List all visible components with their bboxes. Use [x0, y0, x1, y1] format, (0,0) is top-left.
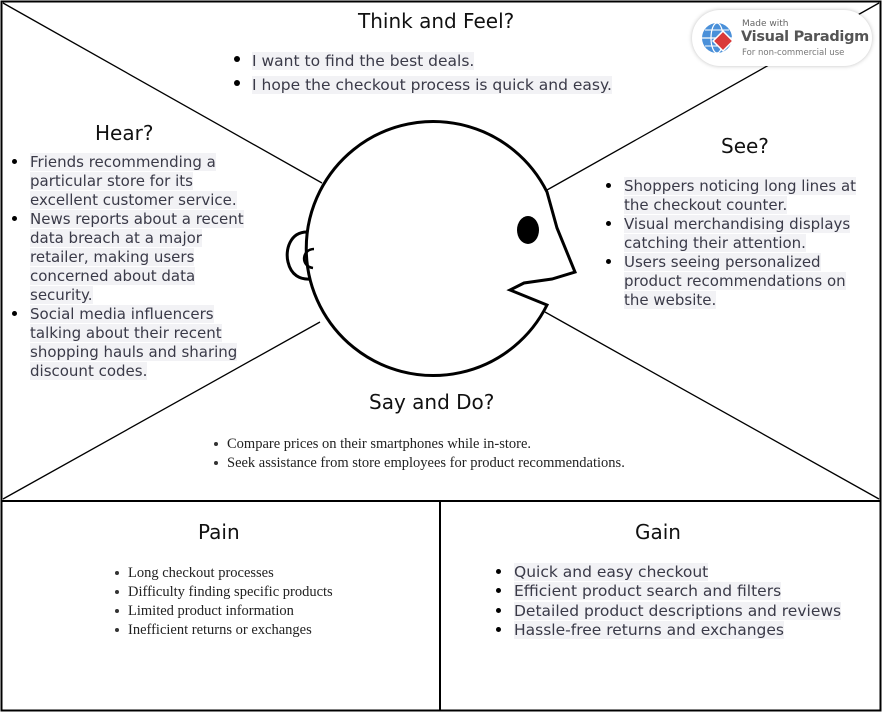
see-item: Visual merchandising displays catching t… — [604, 215, 864, 253]
pain-list: Long checkout processes Difficulty findi… — [114, 564, 333, 640]
see-item: Shoppers noticing long lines at the chec… — [604, 177, 864, 215]
pain-title: Pain — [198, 520, 240, 544]
head-outline — [304, 120, 578, 377]
watermark-made-with: Made with — [742, 19, 789, 29]
hear-item: Social media influencers talking about t… — [10, 305, 252, 381]
hear-item: News reports about a recent data breach … — [10, 210, 252, 305]
pain-item: Long checkout processes — [114, 564, 333, 583]
ear-outer — [285, 230, 312, 281]
gain-title: Gain — [635, 520, 681, 544]
eye — [517, 216, 539, 244]
think-and-feel-title: Think and Feel? — [358, 9, 515, 33]
gain-list: Quick and easy checkout Efficient produc… — [494, 563, 842, 640]
think-and-feel-item: I want to find the best deals. — [232, 49, 612, 73]
think-and-feel-list: I want to find the best deals. I hope th… — [232, 49, 612, 97]
hear-list: Friends recommending a particular store … — [10, 153, 252, 381]
hear-title: Hear? — [95, 121, 154, 145]
gain-item: Quick and easy checkout — [494, 563, 841, 582]
watermark-brand: Visual Paradigm — [741, 29, 869, 45]
say-and-do-list: Compare prices on their smartphones whil… — [213, 435, 625, 473]
gain-item: Efficient product search and filters — [494, 582, 841, 601]
diagonal-bottom-right — [544, 311, 880, 500]
see-item: Users seeing personalized product recomm… — [604, 253, 864, 310]
think-and-feel-item: I hope the checkout process is quick and… — [232, 73, 612, 97]
gain-item: Detailed product descriptions and review… — [494, 601, 842, 621]
ear-inner — [302, 247, 315, 270]
hear-item: Friends recommending a particular store … — [10, 153, 252, 210]
pain-item: Limited product information — [114, 602, 333, 621]
pain-item: Inefficient returns or exchanges — [114, 621, 333, 640]
head-illustration — [285, 120, 578, 377]
visual-paradigm-watermark: Made with Visual Paradigm For non-commer… — [692, 10, 872, 66]
pain-item: Difficulty finding specific products — [114, 583, 333, 602]
say-and-do-item: Compare prices on their smartphones whil… — [213, 435, 625, 454]
gain-item: Hassle-free returns and exchanges — [494, 620, 841, 640]
diagonal-top-left — [2, 2, 323, 184]
diagonal-bottom-left — [2, 321, 321, 500]
say-and-do-title: Say and Do? — [369, 390, 495, 414]
globe-logo-icon — [702, 22, 734, 54]
see-list: Shoppers noticing long lines at the chec… — [604, 177, 864, 310]
watermark-note: For non-commercial use — [742, 48, 845, 58]
say-and-do-item: Seek assistance from store employees for… — [213, 454, 625, 473]
see-title: See? — [721, 134, 769, 158]
